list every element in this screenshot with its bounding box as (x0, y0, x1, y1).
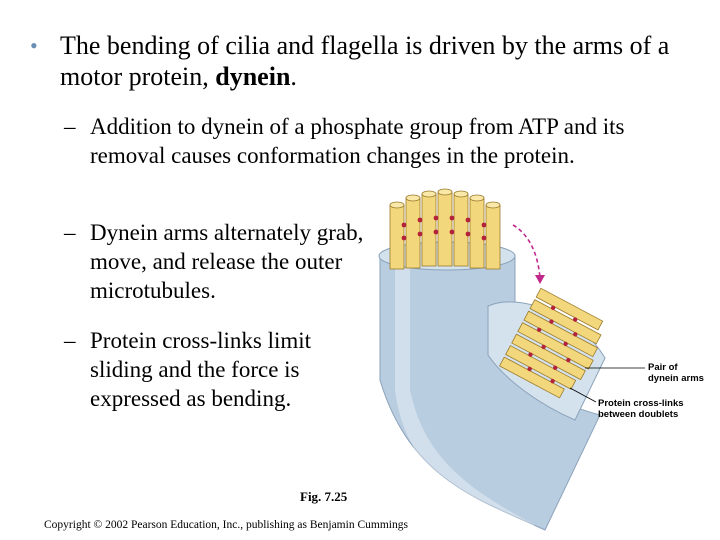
copyright-notice: Copyright © 2002 Pearson Education, Inc.… (44, 519, 408, 531)
top-dynein-arms (401, 215, 487, 241)
callout-crosslinks-line1: Protein cross-links (598, 398, 684, 409)
sub-bullet-text: Addition to dynein of a phosphate group … (90, 114, 625, 168)
bent-microtubules (499, 287, 604, 399)
main-bullet-text: The bending of cilia and flagella is dri… (60, 31, 670, 91)
bullet-icon: • (30, 33, 38, 58)
dynein-term: dynein (215, 62, 291, 91)
cilium-bending-illustration: Pair of dynein arms Protein cross-links … (378, 188, 704, 531)
callout-line-crosslinks (569, 387, 597, 403)
callout-crosslinks-line2: between doublets (598, 409, 678, 420)
arrow-head-icon (535, 275, 545, 284)
sub-bullet-text: Dynein arms alternately grab, move, and … (90, 220, 364, 303)
callout-dynein-line2: dynein arms (648, 373, 704, 384)
top-microtubules (389, 188, 501, 270)
figure-label: Fig. 7.25 (300, 489, 348, 504)
bending-arrow (512, 224, 541, 279)
callout-dynein-line1: Pair of (648, 362, 678, 373)
sub-bullet-text: Protein cross-links limit sliding and th… (90, 328, 312, 411)
